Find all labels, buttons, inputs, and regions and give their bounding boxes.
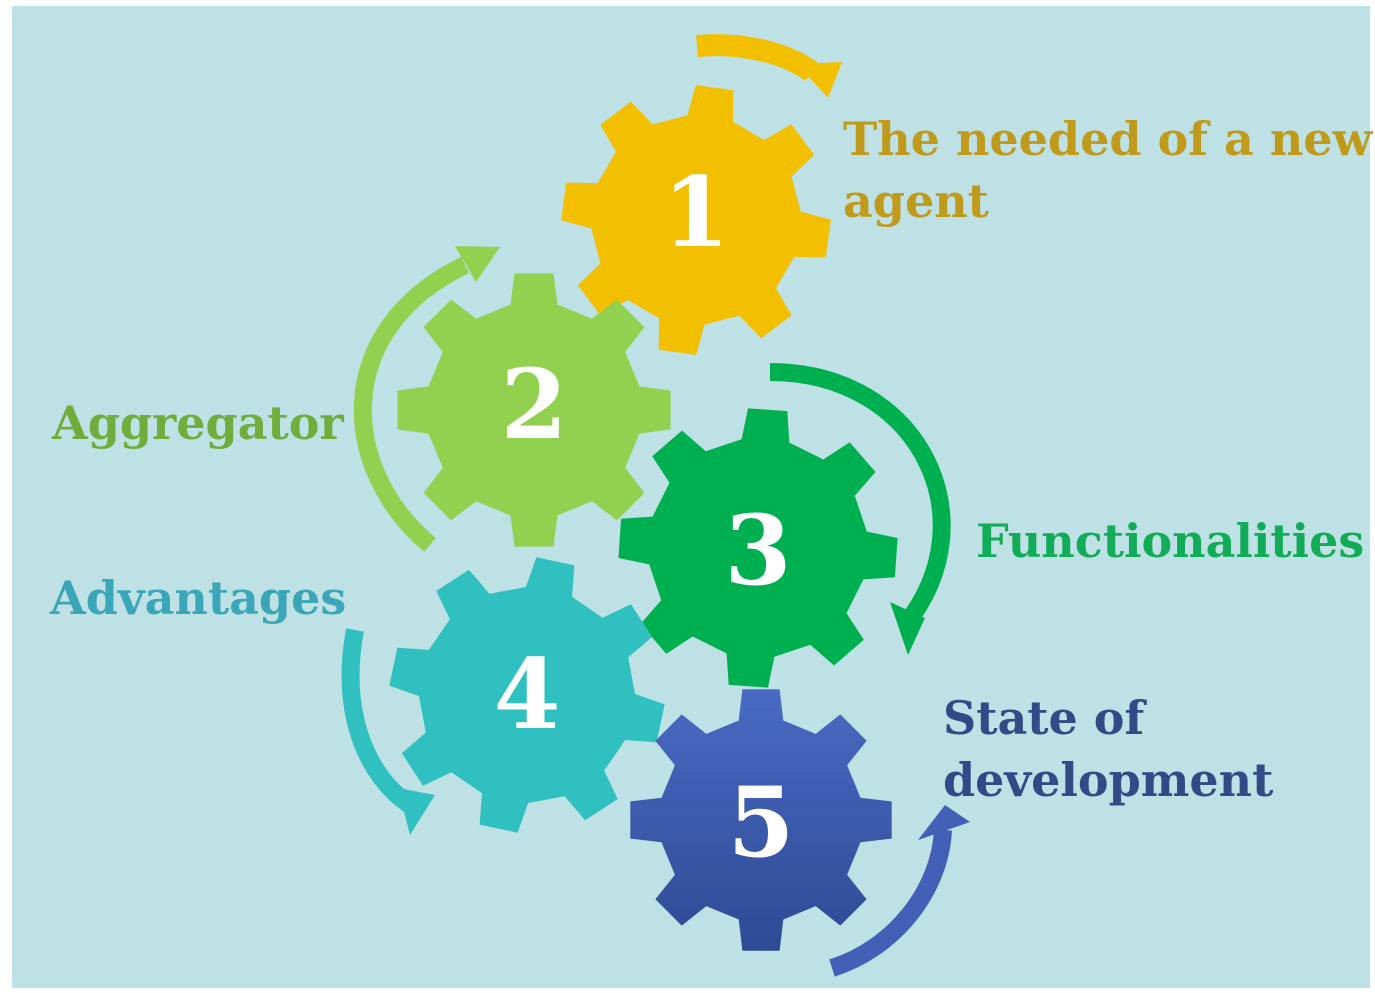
- arrow-1-icon: [695, 34, 842, 98]
- step-3-label-line-1: Functionalities: [976, 514, 1365, 568]
- arrow-4-icon: [341, 628, 435, 835]
- gear-3-shape: [618, 408, 898, 688]
- gear-number-1: 1: [663, 156, 730, 269]
- gear-3-icon: [618, 408, 898, 688]
- step-5-label: State of development: [943, 687, 1273, 811]
- gear-number-2: 2: [501, 348, 568, 461]
- gear-number-4: 4: [494, 638, 561, 751]
- step-2-label-line-1: Aggregator: [52, 396, 344, 450]
- gear-2-icon: [397, 273, 671, 547]
- gear-4-icon: [389, 557, 665, 833]
- step-2-label: Aggregator: [52, 392, 344, 454]
- arrow-3-icon: [769, 363, 951, 655]
- step-4-label-line-1: Advantages: [50, 571, 347, 625]
- gear-2-shape: [397, 273, 671, 547]
- gear-5-shape: [630, 689, 892, 951]
- gear-number-5: 5: [728, 766, 795, 879]
- step-1-label: The needed of a new agent: [843, 108, 1372, 232]
- step-3-label: Functionalities: [976, 510, 1364, 572]
- gear-1-shape: [561, 85, 831, 355]
- gear-number-3: 3: [725, 494, 792, 607]
- arrow-5-icon: [829, 805, 970, 977]
- step-5-label-line-2: development: [943, 753, 1274, 807]
- arrow-2-icon: [353, 246, 500, 552]
- step-4-label: Advantages: [50, 567, 346, 629]
- step-1-label-line-2: agent: [843, 174, 989, 228]
- gear-1-icon: [561, 85, 831, 355]
- gear-4-shape: [389, 557, 665, 833]
- step-1-label-line-1: The needed of a new: [843, 112, 1373, 166]
- step-5-label-line-1: State of: [943, 691, 1145, 745]
- gear-5-icon: [630, 689, 892, 951]
